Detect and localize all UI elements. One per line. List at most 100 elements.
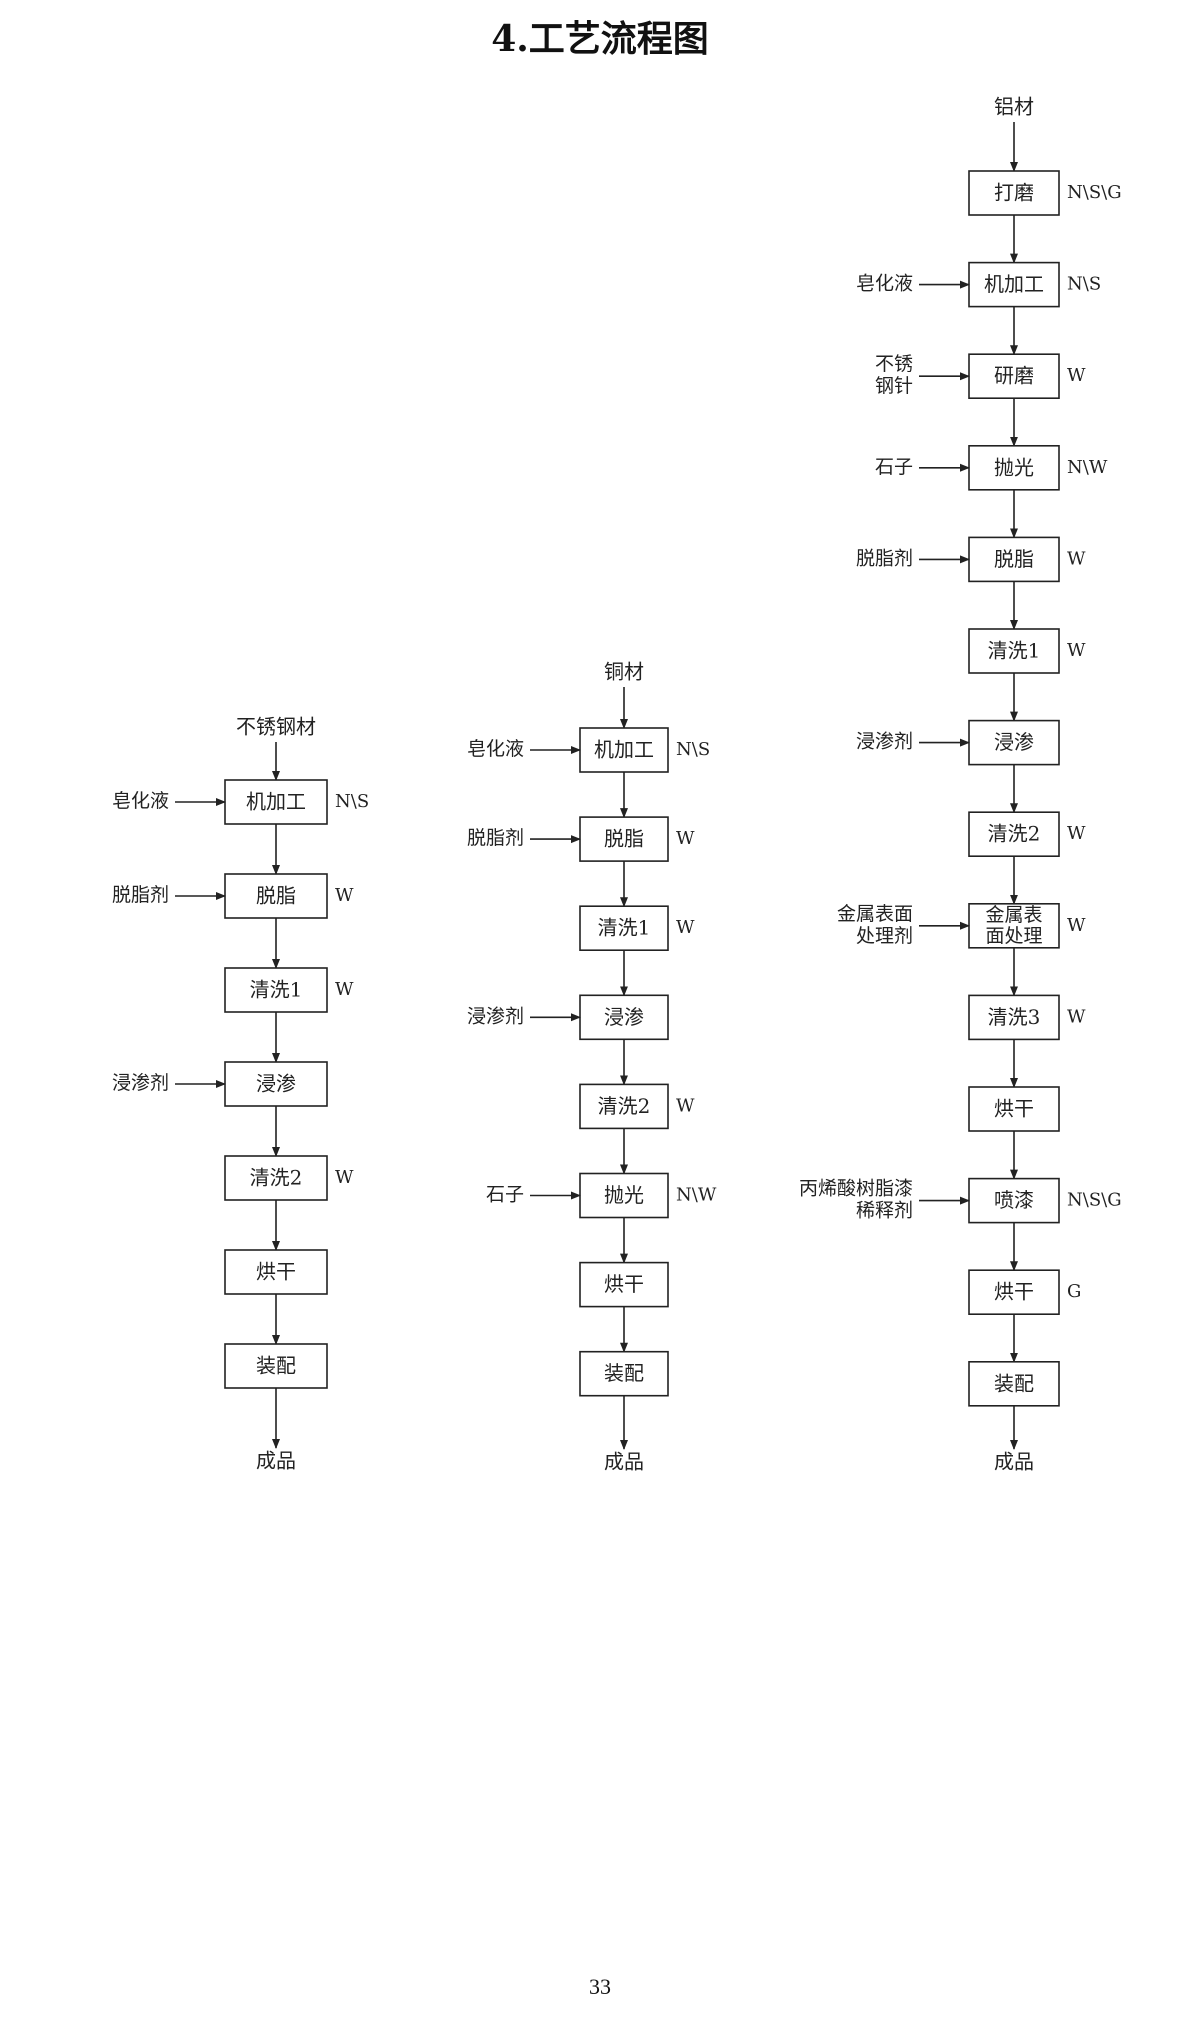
process-step: 浸渗 浸渗剂 (467, 994, 669, 1041)
process-box (968, 1361, 1060, 1407)
process-box (224, 1155, 328, 1201)
process-step: 清洗1 W (579, 905, 695, 952)
process-step-label: 浸渗 (256, 1072, 296, 1096)
process-box (968, 719, 1060, 766)
process-step-label: 机加工 (984, 272, 1044, 296)
process-step-label: 金属表 (985, 904, 1042, 926)
product-label: 成品 (256, 1449, 296, 1473)
process-step: 装配 (579, 1350, 669, 1397)
emission-code: W (1067, 915, 1086, 936)
emission-code: W (676, 917, 695, 938)
process-box (224, 779, 328, 825)
process-step-label: 清洗2 (988, 822, 1041, 846)
process-step-label: 脱脂 (256, 884, 296, 908)
process-step: 机加工 皂化液 N\S (112, 779, 369, 825)
process-box (968, 170, 1060, 216)
input-material-label: 不锈 (875, 353, 913, 375)
emission-code: W (676, 1095, 695, 1116)
emission-code: G (1067, 1281, 1081, 1302)
input-material-label: 稀释剂 (856, 1200, 913, 1222)
process-step-label: 装配 (256, 1354, 296, 1378)
process-step-label: 抛光 (604, 1183, 644, 1207)
process-step-label: 清洗2 (250, 1166, 303, 1190)
process-step: 装配 (224, 1343, 328, 1389)
emission-code: W (1067, 823, 1086, 844)
input-material-label: 处理剂 (856, 925, 913, 947)
process-box (579, 1261, 669, 1308)
emission-code: W (335, 979, 354, 1000)
process-box (579, 1350, 669, 1397)
process-step-label: 烘干 (994, 1097, 1034, 1121)
emission-code: N\W (676, 1185, 717, 1206)
process-step-label: 清洗1 (250, 978, 303, 1002)
process-step-label: 装配 (994, 1371, 1034, 1395)
input-material-label: 皂化液 (467, 738, 524, 760)
process-step: 烘干 (579, 1261, 669, 1308)
input-material-label: 石子 (875, 456, 913, 478)
process-step-label: 喷漆 (994, 1188, 1034, 1212)
process-step-label: 浸渗 (604, 1005, 644, 1029)
process-step-label: 脱脂 (604, 827, 644, 851)
process-step-label: 打磨 (994, 181, 1034, 205)
emission-code: N\S (335, 791, 369, 812)
process-box (579, 994, 669, 1041)
input-material-label: 石子 (486, 1184, 524, 1206)
process-step-label: 烘干 (604, 1272, 644, 1296)
process-step-label: 研磨 (994, 364, 1034, 388)
process-step-label: 机加工 (246, 790, 306, 814)
input-material-label: 脱脂剂 (856, 547, 913, 569)
process-step: 清洗1 W (224, 967, 354, 1013)
process-step-label: 清洗1 (988, 639, 1041, 663)
process-box (968, 628, 1060, 674)
process-step: 装配 (968, 1361, 1060, 1407)
process-step-label: 浸渗 (994, 730, 1034, 754)
process-step-label: 机加工 (594, 738, 654, 762)
emission-code: W (1067, 640, 1086, 661)
emission-code: W (335, 1167, 354, 1188)
process-box (579, 905, 669, 952)
emission-code: W (676, 828, 695, 849)
process-box (968, 811, 1060, 858)
product-label: 成品 (604, 1450, 644, 1474)
process-step: 烘干 (224, 1249, 328, 1295)
emission-code: N\S\G (1067, 1190, 1122, 1211)
emission-code: N\S\G (1067, 182, 1122, 203)
input-material-label: 丙烯酸树脂漆 (799, 1178, 913, 1200)
emission-code: W (1067, 548, 1086, 569)
process-step: 抛光 石子 N\W (486, 1172, 717, 1219)
emission-code: N\S (676, 739, 710, 760)
process-box (224, 967, 328, 1013)
process-step-label: 清洗1 (598, 916, 651, 940)
input-material-label: 金属表面 (837, 903, 913, 925)
input-material-label: 浸渗剂 (467, 1005, 524, 1027)
source-material-label: 铜材 (604, 660, 644, 684)
process-step: 打磨 N\S\G (968, 170, 1122, 216)
emission-code: N\W (1067, 457, 1108, 478)
process-step-label: 清洗2 (598, 1094, 651, 1118)
process-step: 烘干 (968, 1086, 1060, 1132)
process-step: 清洗2 W (224, 1155, 354, 1201)
input-material-label: 脱脂剂 (112, 884, 169, 906)
process-step: 清洗2 W (968, 811, 1086, 858)
process-box (579, 727, 669, 773)
emission-code: W (1067, 1006, 1086, 1027)
input-material-label: 浸渗剂 (112, 1072, 169, 1094)
input-material-label: 皂化液 (112, 790, 169, 812)
process-step-label: 抛光 (994, 455, 1034, 479)
process-step-label: 烘干 (256, 1260, 296, 1284)
process-step: 清洗1 W (968, 628, 1086, 674)
